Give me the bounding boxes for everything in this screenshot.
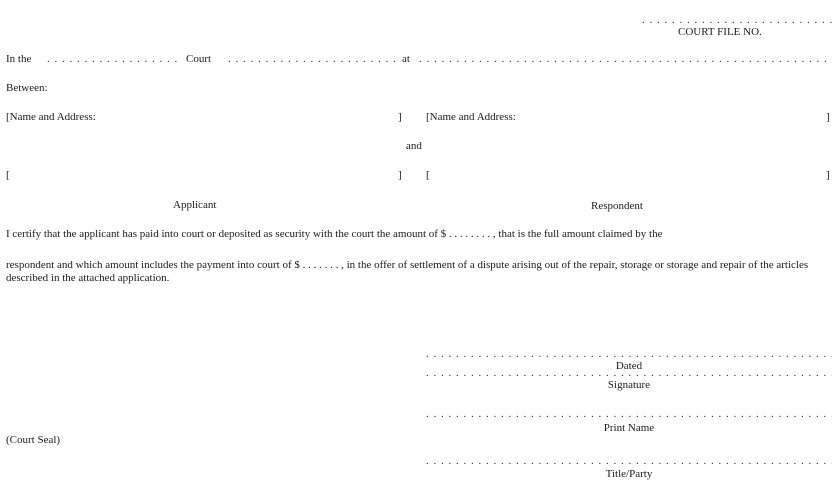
title-party-label: Title/Party bbox=[605, 468, 653, 480]
applicant-label: Applicant bbox=[173, 199, 217, 211]
dated-label: Dated bbox=[615, 360, 643, 372]
certification-paragraph-2: respondent and which amount includes the… bbox=[6, 259, 809, 284]
print-name-label: Print Name bbox=[603, 422, 655, 434]
dated-field[interactable]: . . . . . . . . . . . . . . . . . . . . … bbox=[426, 348, 832, 360]
applicant-bracket-close: ] bbox=[398, 169, 402, 181]
court-type-field[interactable]: . . . . . . . . . . . . . . . . . . . . … bbox=[228, 53, 396, 65]
court-file-no-field[interactable]: . . . . . . . . . . . . . . . . . . . . … bbox=[642, 14, 832, 26]
signature-label: Signature bbox=[607, 379, 651, 391]
title-party-field[interactable]: . . . . . . . . . . . . . . . . . . . . … bbox=[426, 455, 832, 467]
applicant-name-close-bracket: ] bbox=[398, 111, 402, 123]
in-the-label: In the bbox=[6, 53, 32, 65]
and-label: and bbox=[406, 140, 422, 152]
certification-paragraph-1: I certify that the applicant has paid in… bbox=[6, 228, 663, 240]
respondent-name-close-bracket: ] bbox=[826, 111, 830, 123]
applicant-name-address-field[interactable]: [Name and Address: bbox=[6, 111, 96, 123]
court-label: Court bbox=[186, 53, 212, 65]
respondent-bracket-close: ] bbox=[826, 169, 830, 181]
between-label: Between: bbox=[6, 82, 48, 94]
court-seal-label: (Court Seal) bbox=[6, 434, 61, 446]
print-name-field[interactable]: . . . . . . . . . . . . . . . . . . . . … bbox=[426, 408, 832, 420]
signature-field[interactable]: . . . . . . . . . . . . . . . . . . . . … bbox=[426, 367, 832, 379]
respondent-label: Respondent bbox=[591, 200, 643, 212]
court-location-field[interactable]: . . . . . . . . . . . . . . . . . . . . … bbox=[419, 53, 832, 65]
court-file-no-label: COURT FILE NO. bbox=[678, 26, 762, 38]
respondent-bracket-open: [ bbox=[426, 169, 430, 181]
at-label: at bbox=[402, 53, 410, 65]
applicant-bracket-open: [ bbox=[6, 169, 10, 181]
court-name-field[interactable]: . . . . . . . . . . . . . . . . . . . . bbox=[47, 53, 181, 65]
respondent-name-address-field[interactable]: [Name and Address: bbox=[426, 111, 516, 123]
